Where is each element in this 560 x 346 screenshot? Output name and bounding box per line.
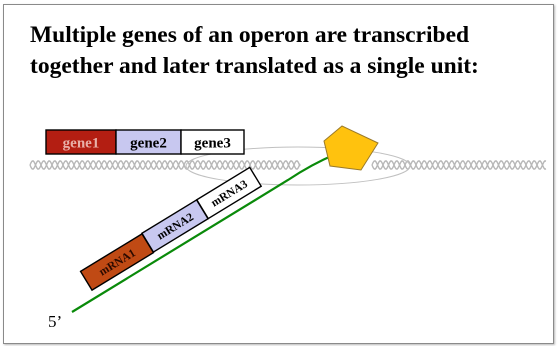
gene1-box: [45, 129, 117, 155]
gene2-box: [115, 129, 182, 155]
slide-frame: [3, 4, 554, 344]
rna-polymerase: [323, 125, 379, 171]
five-prime-label: 5’: [48, 312, 62, 331]
mrna3-segment: mRNA3: [195, 166, 263, 220]
dna-strand: [29, 160, 301, 170]
slide-title-line-2: together and later translated as a singl…: [30, 53, 479, 79]
slide-title-line-1: Multiple genes of an operon are transcri…: [30, 22, 470, 48]
mrna-row: mRNA1 mRNA2 mRNA3: [79, 166, 263, 292]
mrna2-segment: mRNA2: [140, 198, 210, 254]
gene1-label: gene1: [63, 136, 100, 152]
gene2-label: gene2: [130, 136, 167, 152]
mrna1-segment: mRNA1: [79, 232, 155, 292]
dna-strand: [29, 160, 301, 170]
mrna3-box: [195, 166, 263, 220]
dna-strand: [371, 160, 547, 170]
gene3-label: gene3: [194, 136, 231, 152]
dna-helix: [29, 160, 547, 170]
dna-strand: [371, 160, 547, 170]
mrna-strand: [71, 152, 337, 313]
slide-title: Multiple genes of an operon are transcri…: [30, 20, 545, 82]
gene-row: gene1 gene2 gene3: [45, 129, 245, 155]
transcription-bubble: [185, 146, 411, 186]
gene3-box: [180, 129, 245, 155]
